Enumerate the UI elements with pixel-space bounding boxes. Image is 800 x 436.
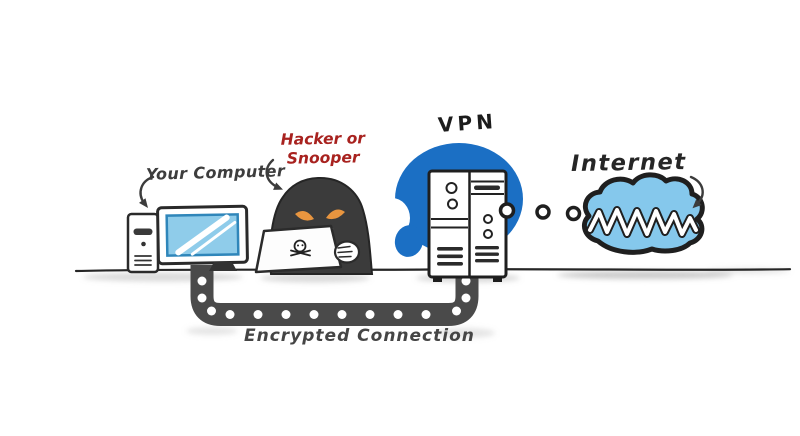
skull-crossbones-icon — [290, 239, 311, 257]
curved-arrow-icon — [689, 175, 704, 209]
hacker-label: Hacker or Snooper — [276, 129, 371, 169]
server-icon — [427, 169, 508, 282]
hacker-icon — [254, 176, 374, 275]
tunnel-dots — [197, 276, 471, 319]
hacker-label-line1: Hacker or — [280, 129, 366, 149]
blob-notch — [374, 198, 410, 238]
cloud-body — [581, 172, 705, 255]
tunnel-pipe — [190, 265, 479, 326]
encrypted-connection-label: Encrypted Connection — [244, 326, 475, 346]
hacker-eyes — [295, 209, 345, 221]
hacker-label-line2: Snooper — [286, 148, 360, 168]
your-computer-label: Your Computer — [145, 161, 286, 184]
cloud-icon — [581, 172, 705, 255]
desktop-computer-icon — [126, 204, 249, 274]
dotted-connection — [498, 202, 582, 222]
cloud-zigzag — [586, 206, 700, 238]
annotation-arrows — [139, 158, 704, 209]
internet-label: Internet — [570, 148, 687, 178]
vpn-label: VPN — [437, 108, 498, 138]
curved-arrow-icon — [139, 175, 155, 208]
curved-arrow-icon — [265, 158, 283, 190]
hacker-laptop — [254, 224, 343, 274]
hacker-hand — [333, 240, 361, 264]
encrypted-tunnel — [190, 265, 479, 326]
